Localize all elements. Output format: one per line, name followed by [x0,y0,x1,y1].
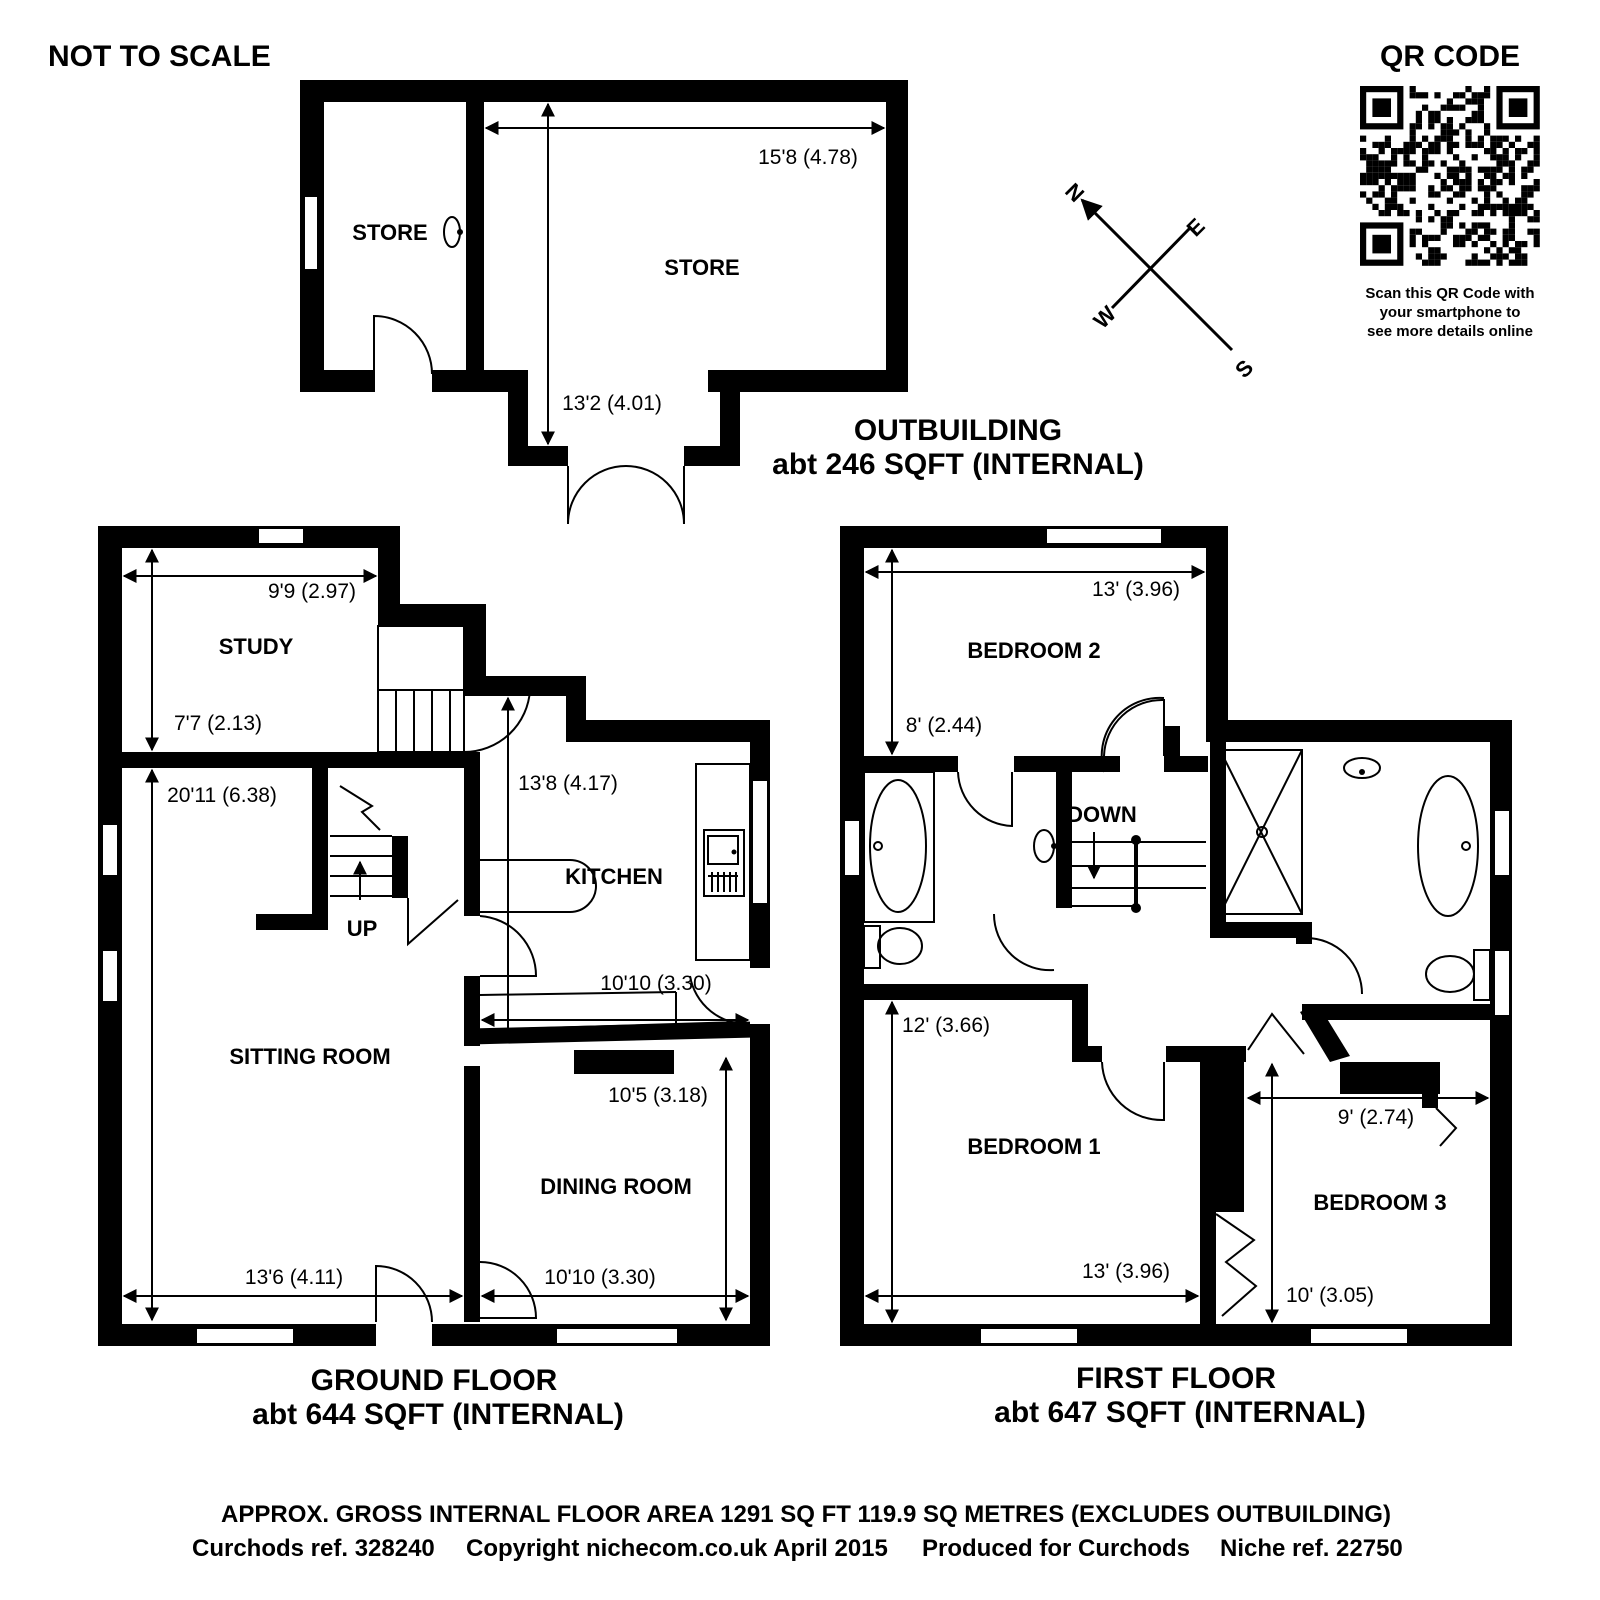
qr-code-title: QR CODE [1380,40,1520,73]
first-floor-area: abt 647 SQFT (INTERNAL) [994,1396,1366,1429]
bedroom-2-depth-dimension: 8' (2.44) [906,714,982,737]
qr-note-line-3: see more details online [1367,323,1533,340]
stairs-down-label: DOWN [1067,802,1137,827]
kitchen-depth-dimension: 13'8 (4.17) [518,772,618,795]
curchods-reference: Curchods ref. 328240 [192,1535,435,1562]
compass-south: S [1230,355,1258,383]
outbuilding-width-dimension: 15'8 (4.78) [758,146,858,169]
bedroom-1-depth-dimension: 12' (3.66) [902,1014,990,1037]
niche-reference: Niche ref. 22750 [1220,1535,1403,1562]
outbuilding-small-store-label: STORE [352,220,427,245]
outbuilding-title: OUTBUILDING [854,414,1062,447]
bedroom-3-depth-dimension: 10' (3.05) [1286,1284,1374,1307]
ground-floor-staircase [330,625,532,900]
outbuilding-large-store-label: STORE [664,255,739,280]
first-floor-title: FIRST FLOOR [1076,1362,1276,1395]
qr-note-line-2: your smartphone to [1380,304,1521,321]
dining-room-label: DINING ROOM [540,1174,692,1199]
bedroom-2-width-dimension: 13' (3.96) [1092,578,1180,601]
first-floor-plan: 13' (3.96) BEDROOM 2 8' (2.44) DOWN 12' … [840,526,1512,1429]
first-floor-staircase [1072,832,1206,913]
copyright-note: Copyright nichecom.co.uk April 2015 [466,1535,888,1562]
not-to-scale-note: NOT TO SCALE [48,40,271,73]
bedroom-2-label: BEDROOM 2 [967,638,1100,663]
sitting-room-depth-dimension: 20'11 (6.38) [167,784,277,807]
qr-code[interactable] [1360,86,1540,266]
outbuilding-depth-dimension: 13'2 (4.01) [562,392,662,415]
ground-floor-title: GROUND FLOOR [311,1364,558,1397]
bedroom-1-label: BEDROOM 1 [967,1134,1100,1159]
compass-rose: N E S W [1060,178,1258,383]
kitchen-width-dimension: 10'10 (3.30) [600,972,711,995]
kitchen-label: KITCHEN [565,864,663,889]
ground-floor-plan: STUDY 9'9 (2.97) 7'7 (2.13) 20'11 (6.38)… [98,526,770,1431]
qr-note-line-1: Scan this QR Code with [1365,285,1534,302]
study-label: STUDY [219,634,294,659]
compass-east: E [1182,213,1210,241]
dining-room-width-dimension: 10'10 (3.30) [544,1266,655,1289]
study-depth-dimension: 7'7 (2.13) [174,712,262,735]
outbuilding-area: abt 246 SQFT (INTERNAL) [772,448,1144,481]
study-width-dimension: 9'9 (2.97) [268,580,356,603]
bedroom-1-width-dimension: 13' (3.96) [1082,1260,1170,1283]
bedroom-3-width-dimension: 9' (2.74) [1338,1106,1414,1129]
sitting-room-width-dimension: 13'6 (4.11) [245,1266,343,1289]
produced-for-note: Produced for Curchods [922,1535,1190,1562]
stairs-up-label: UP [347,916,378,941]
bedroom-3-label: BEDROOM 3 [1313,1190,1446,1215]
gross-floor-area-note: APPROX. GROSS INTERNAL FLOOR AREA 1291 S… [221,1501,1391,1528]
dining-room-depth-dimension: 10'5 (3.18) [608,1084,708,1107]
ground-floor-area: abt 644 SQFT (INTERNAL) [252,1398,624,1431]
outbuilding-plan: STORE STORE 15'8 (4.78) 13'2 (4.01) OUTB… [300,80,1144,525]
sitting-room-label: SITTING ROOM [229,1044,390,1069]
